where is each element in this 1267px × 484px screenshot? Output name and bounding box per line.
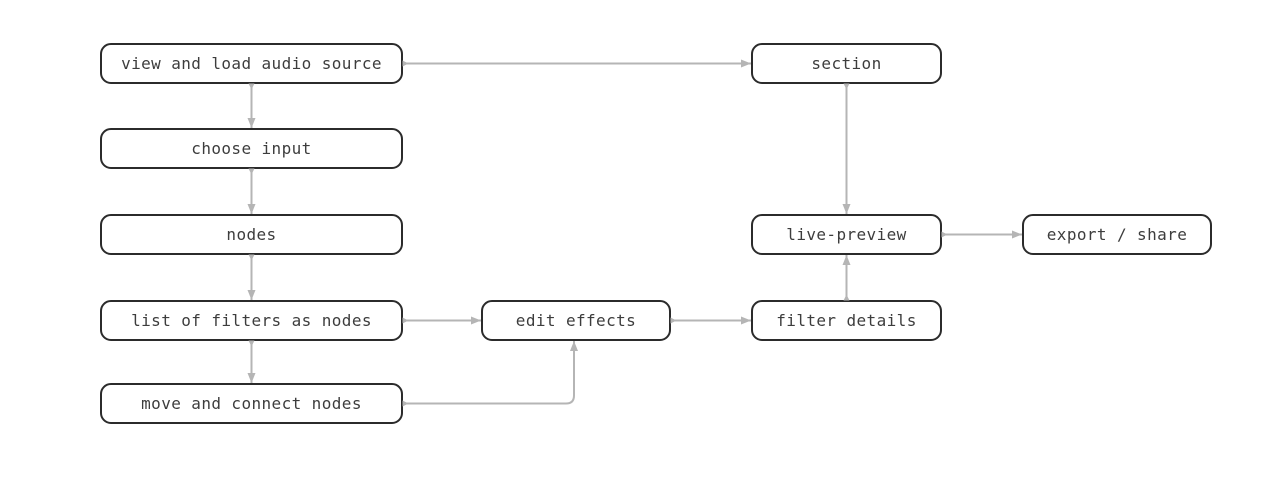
node-live-preview[interactable]: live-preview [751, 214, 942, 255]
node-label: nodes [226, 225, 277, 244]
node-section[interactable]: section [751, 43, 942, 84]
node-label: export / share [1046, 225, 1188, 244]
node-label: choose input [191, 139, 312, 158]
node-list-of-filters-as-nodes[interactable]: list of filters as nodes [100, 300, 403, 341]
node-filter-details[interactable]: filter details [751, 300, 942, 341]
node-label: view and load audio source [121, 54, 382, 73]
node-label: live-preview [786, 225, 907, 244]
node-label: filter details [776, 311, 917, 330]
node-label: edit effects [515, 311, 637, 330]
node-move-and-connect-nodes[interactable]: move and connect nodes [100, 383, 403, 424]
edge-move-and-connect-nodes-to-edit-effects [402, 341, 578, 407]
node-label: list of filters as nodes [131, 311, 372, 330]
node-choose-input[interactable]: choose input [100, 128, 403, 169]
node-view-and-load-audio-source[interactable]: view and load audio source [100, 43, 403, 84]
node-export-share[interactable]: export / share [1022, 214, 1212, 255]
node-label: move and connect nodes [141, 394, 362, 413]
node-nodes[interactable]: nodes [100, 214, 403, 255]
node-edit-effects[interactable]: edit effects [481, 300, 671, 341]
node-label: section [811, 54, 882, 73]
